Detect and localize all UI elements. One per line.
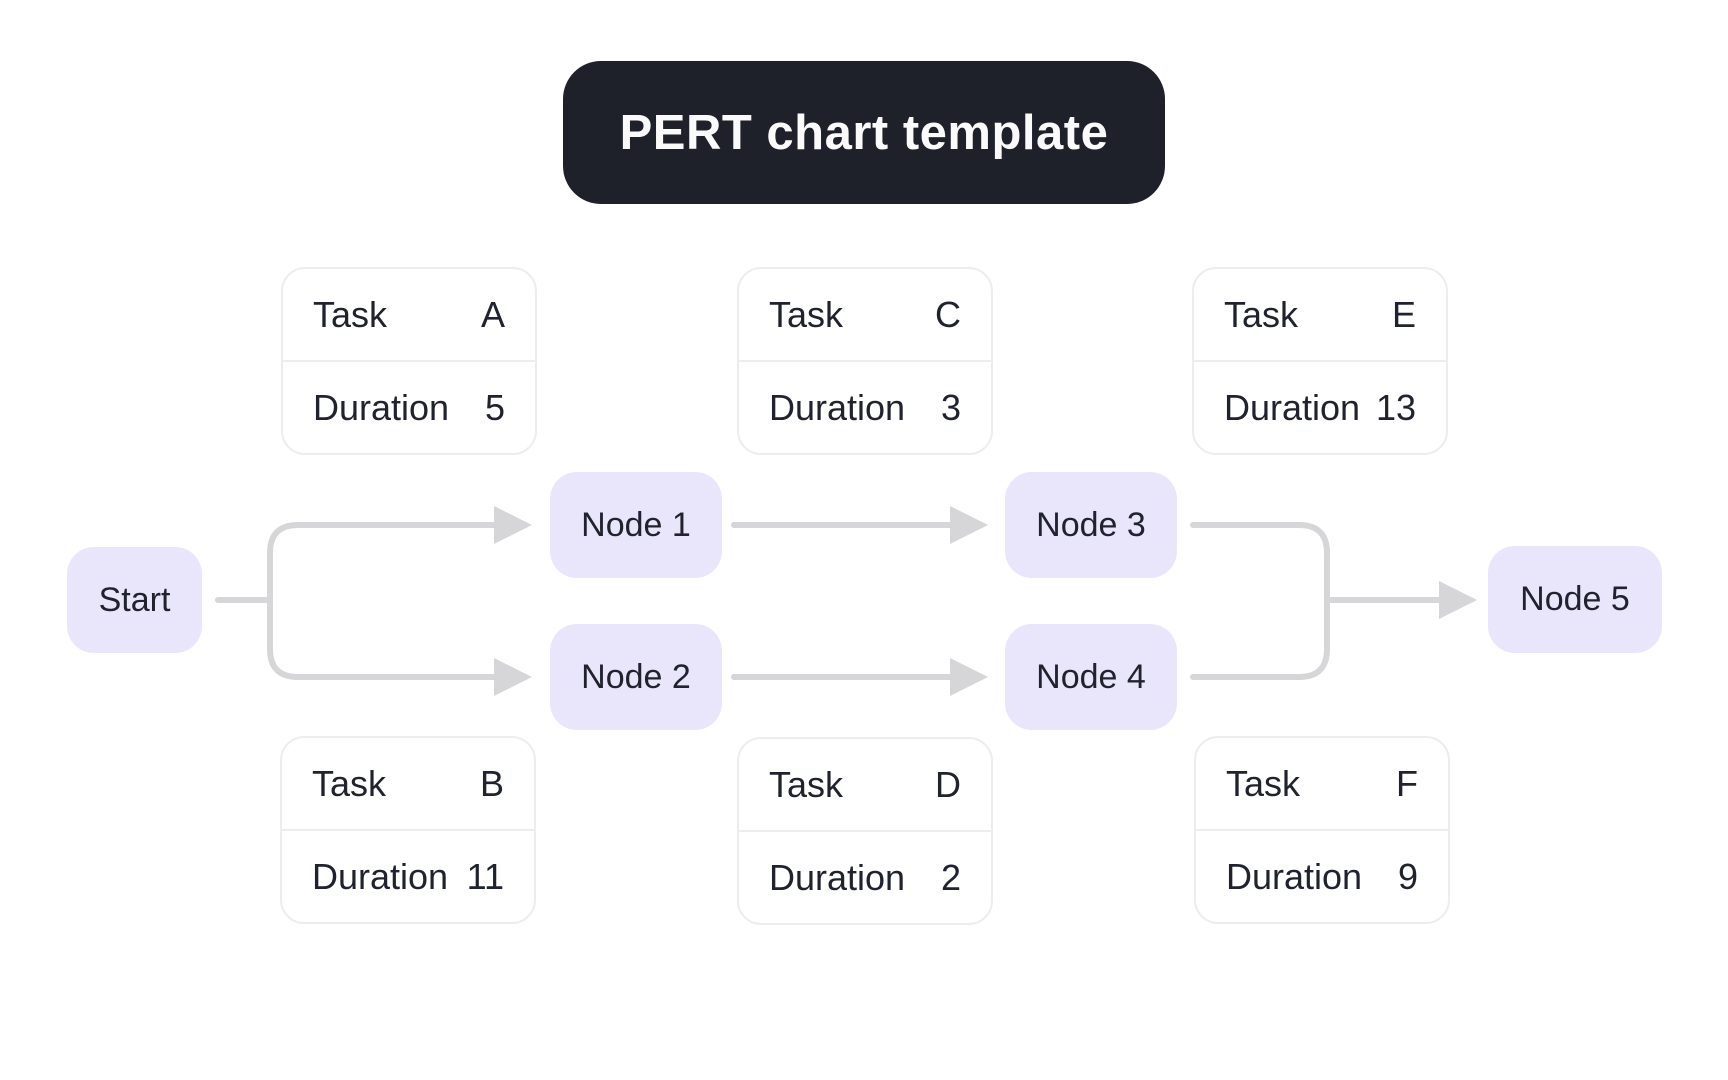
connector-start-to-node2 [267,597,497,680]
task-card-f[interactable]: Task F Duration 9 [1194,736,1450,924]
duration-value: 9 [1397,855,1418,897]
duration-label: Duration [1226,855,1363,897]
node-2-label: Node 2 [581,657,691,696]
task-card-b[interactable]: Task B Duration 11 [280,736,536,924]
node-4[interactable]: Node 4 [1005,624,1177,730]
task-label: Task [1226,762,1301,804]
task-card-c[interactable]: Task C Duration 3 [737,267,993,455]
node-4-label: Node 4 [1036,657,1146,696]
title-pill[interactable]: PERT chart template [563,61,1165,204]
duration-row: Duration 13 [1194,362,1446,453]
duration-label: Duration [312,855,449,897]
task-card-d[interactable]: Task D Duration 2 [737,737,993,925]
task-value: E [1391,293,1416,335]
duration-row: Duration 2 [739,832,991,923]
duration-row: Duration 11 [282,831,534,922]
task-row: Task F [1196,738,1448,831]
duration-row: Duration 3 [739,362,991,453]
task-row: Task E [1194,269,1446,362]
duration-value: 11 [466,855,504,897]
node-start[interactable]: Start [67,547,202,653]
task-label: Task [769,293,844,335]
task-row: Task C [739,269,991,362]
arrowhead-node5 [1439,581,1477,619]
task-row: Task D [739,739,991,832]
duration-value: 13 [1375,386,1416,428]
node-3[interactable]: Node 3 [1005,472,1177,578]
duration-row: Duration 9 [1196,831,1448,922]
duration-value: 5 [484,386,505,428]
task-row: Task B [282,738,534,831]
node-1-label: Node 1 [581,505,691,544]
task-label: Task [312,762,387,804]
duration-row: Duration 5 [283,362,535,453]
task-label: Task [769,763,844,805]
task-value: B [479,762,504,804]
duration-label: Duration [313,386,450,428]
arrowhead-node2 [494,658,532,696]
arrowhead-node4 [950,658,988,696]
node-3-label: Node 3 [1036,505,1146,544]
node-2[interactable]: Node 2 [550,624,722,730]
node-1[interactable]: Node 1 [550,472,722,578]
arrowhead-node1 [494,506,532,544]
arrowhead-node3 [950,506,988,544]
task-card-a[interactable]: Task A Duration 5 [281,267,537,455]
task-label: Task [1224,293,1299,335]
node-5[interactable]: Node 5 [1488,546,1662,653]
connector-start-to-node1 [267,522,497,603]
duration-value: 2 [940,856,961,898]
task-value: C [935,293,961,335]
task-row: Task A [283,269,535,362]
duration-label: Duration [1224,386,1361,428]
duration-value: 3 [940,386,961,428]
node-start-label: Start [98,580,171,619]
task-value: D [935,763,961,805]
duration-label: Duration [769,386,906,428]
connector-merge-bracket [1190,522,1330,680]
node-5-label: Node 5 [1520,580,1630,618]
page-title: PERT chart template [619,105,1109,160]
duration-label: Duration [769,856,906,898]
task-label: Task [313,293,388,335]
task-card-e[interactable]: Task E Duration 13 [1192,267,1448,455]
task-value: F [1396,762,1418,804]
task-value: A [480,293,505,335]
